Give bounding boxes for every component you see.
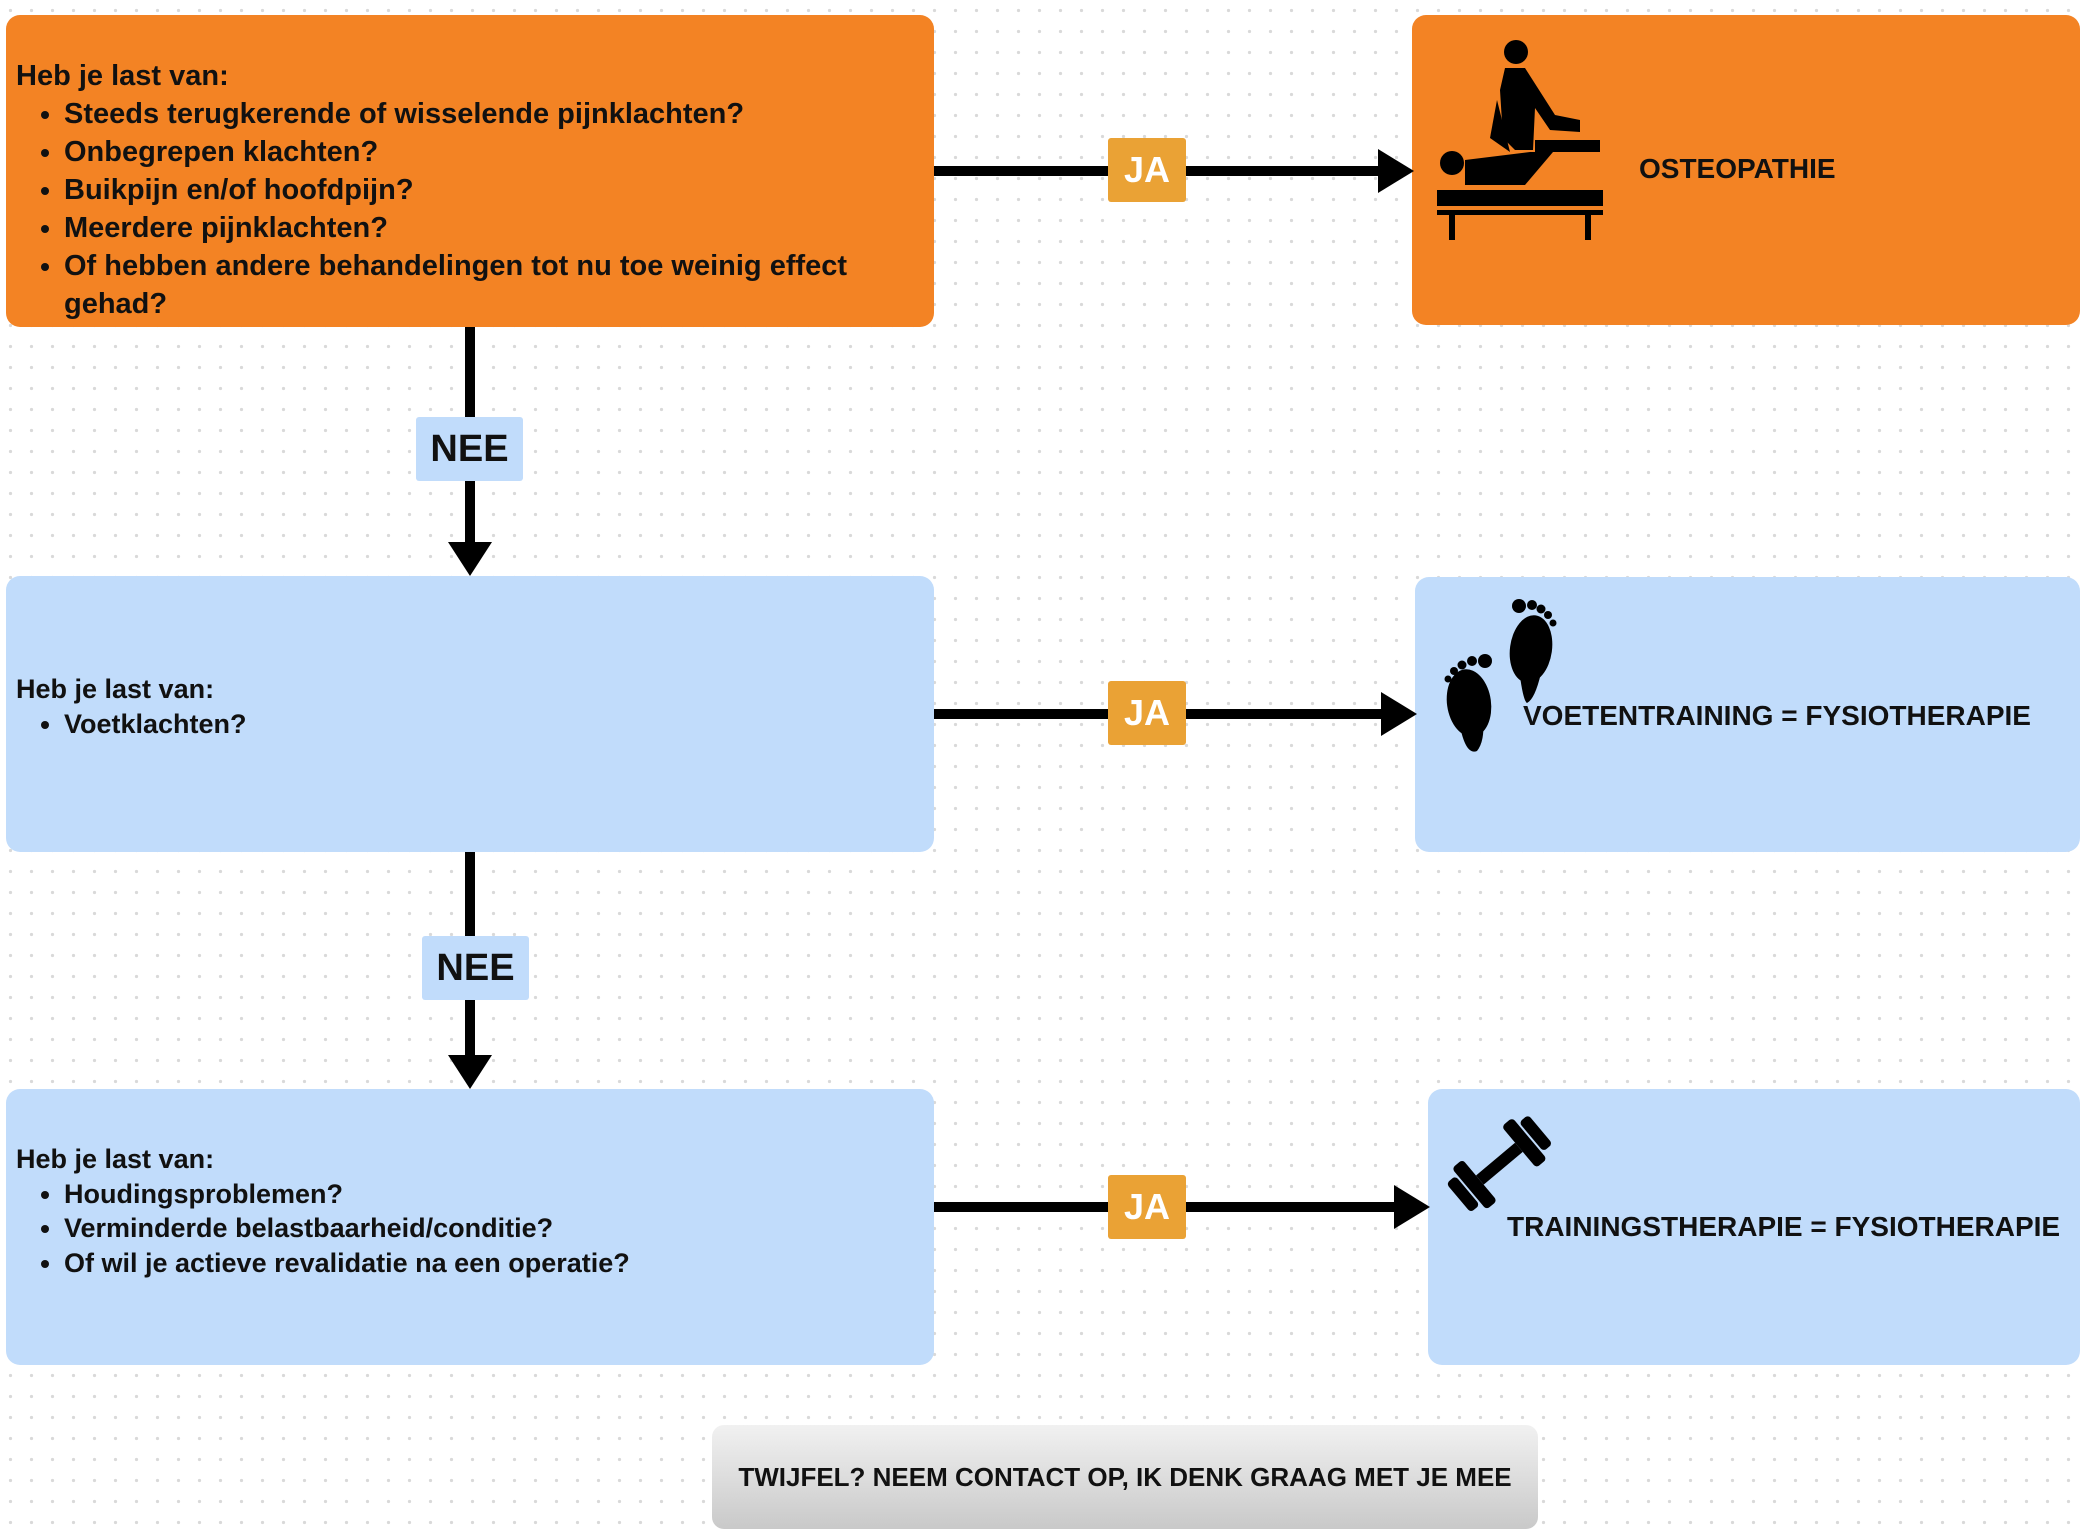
- arrow-head-down-icon: [448, 1055, 492, 1089]
- result-label-voetentraining: VOETENTRAINING = FYSIOTHERAPIE: [1523, 700, 2031, 731]
- yes-label-2: JA: [1108, 681, 1186, 745]
- result-label-trainingstherapie: TRAININGSTHERAPIE = FYSIOTHERAPIE: [1507, 1211, 2061, 1242]
- question-1-item: Of hebben andere behandelingen tot nu to…: [64, 247, 884, 323]
- yes-label-3: JA: [1108, 1175, 1186, 1239]
- question-box-1: Heb je last van: Steeds terugkerende of …: [6, 15, 934, 327]
- question-1-item: Meerdere pijnklachten?: [64, 209, 884, 247]
- result-box-voetentraining: VOETENTRAINING = FYSIOTHERAPIE: [1415, 577, 2080, 852]
- question-2-text: Heb je last van: Voetklachten?: [16, 672, 247, 741]
- arrow-head-right-icon: [1394, 1185, 1430, 1229]
- question-box-3: Heb je last van: Houdingsproblemen? Verm…: [6, 1089, 934, 1365]
- question-1-item: Steeds terugkerende of wisselende pijnkl…: [64, 95, 884, 133]
- question-2-item: Voetklachten?: [64, 707, 247, 742]
- question-3-list: Houdingsproblemen? Verminderde belastbaa…: [16, 1177, 630, 1281]
- arrow-head-right-icon: [1378, 149, 1414, 193]
- result-box-trainingstherapie: TRAININGSTHERAPIE = FYSIOTHERAPIE: [1428, 1089, 2080, 1365]
- arrow-head-right-icon: [1381, 692, 1417, 736]
- no-label-2: NEE: [422, 936, 529, 1000]
- footprints-icon: [1444, 599, 1557, 752]
- question-3-item: Of wil je actieve revalidatie na een ope…: [64, 1246, 630, 1281]
- question-3-item: Houdingsproblemen?: [64, 1177, 630, 1212]
- dumbbell-icon: [1447, 1116, 1551, 1211]
- question-3-intro: Heb je last van:: [16, 1144, 215, 1174]
- result-box-osteopathie: OSTEOPATHIE: [1412, 15, 2080, 325]
- result-label-osteopathie: OSTEOPATHIE: [1639, 153, 1836, 184]
- question-2-list: Voetklachten?: [16, 707, 247, 742]
- question-3-text: Heb je last van: Houdingsproblemen? Verm…: [16, 1142, 630, 1280]
- question-1-item: Onbegrepen klachten?: [64, 133, 884, 171]
- question-1-intro: Heb je last van:: [16, 60, 229, 92]
- question-1-item: Buikpijn en/of hoofdpijn?: [64, 171, 884, 209]
- arrow-head-down-icon: [448, 542, 492, 576]
- question-1-list: Steeds terugkerende of wisselende pijnkl…: [16, 95, 884, 323]
- massage-therapist-icon: [1437, 40, 1603, 240]
- contact-banner[interactable]: TWIJFEL? NEEM CONTACT OP, IK DENK GRAAG …: [712, 1425, 1538, 1529]
- question-box-2: Heb je last van: Voetklachten?: [6, 576, 934, 852]
- question-2-intro: Heb je last van:: [16, 674, 215, 704]
- no-label-1: NEE: [416, 417, 523, 481]
- question-1-text: Heb je last van: Steeds terugkerende of …: [16, 57, 884, 323]
- yes-label-1: JA: [1108, 138, 1186, 202]
- question-3-item: Verminderde belastbaarheid/conditie?: [64, 1211, 630, 1246]
